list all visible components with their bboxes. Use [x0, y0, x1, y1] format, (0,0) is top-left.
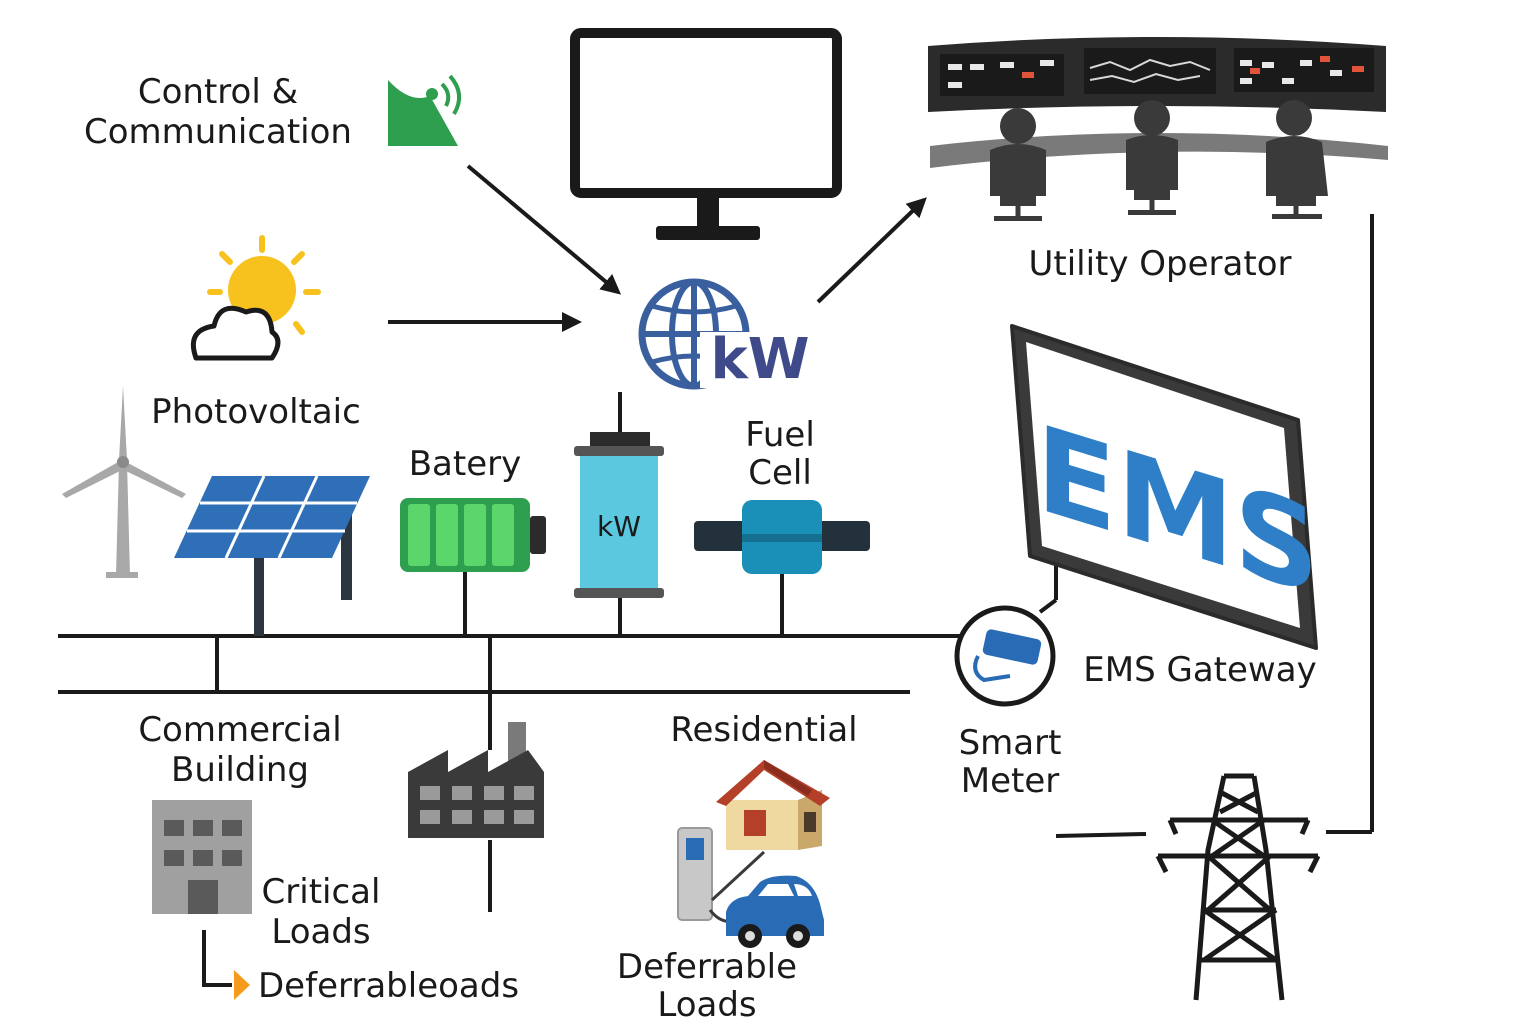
deferrable-loads-residential-line1: Deferrable [616, 947, 798, 987]
deferrable-loads-residential-label: Deferrable Loads [608, 948, 806, 1024]
transmission-tower-icon [1155, 773, 1321, 1001]
sun-cloud-icon [190, 235, 321, 361]
control-communication-line1: Control & [137, 72, 299, 112]
commercial-building-line2: Building [171, 750, 309, 790]
deferrable-arrow-icon [234, 970, 250, 1000]
smart-meter-icon [954, 605, 1056, 707]
critical-loads-label: Critical Loads [254, 872, 388, 952]
house-icon [716, 760, 830, 850]
arrow-comm-to-hub [466, 164, 622, 295]
fuel-cell-icon [694, 500, 870, 574]
monitor-icon [570, 28, 842, 240]
hub-kw-label: kW [710, 327, 810, 392]
flow-arrows [388, 164, 927, 332]
solar-panel-icon [174, 475, 370, 636]
control-room-icon [928, 37, 1388, 221]
smart-meter-line2: Meter [960, 761, 1060, 801]
deferrable-loads-residential-line2: Loads [657, 985, 757, 1025]
photovoltaic-label: Photovoltaic [151, 392, 361, 432]
control-communication-line2: Communication [84, 112, 352, 152]
battery-icon [400, 498, 546, 572]
fuel-cell-line2: Cell [748, 453, 812, 493]
residential-label: Residential [670, 710, 858, 750]
commercial-building-line1: Commercial [138, 710, 342, 750]
factory-icon [408, 722, 544, 838]
control-communication-label: Control & Communication [60, 72, 376, 152]
smart-meter-label: Smart Meter [950, 724, 1070, 800]
wind-turbine-icon [62, 386, 186, 578]
storage-kw-label: kW [597, 510, 641, 543]
ems-screen-icon [1010, 324, 1318, 650]
arrow-hub-to-operator [816, 197, 927, 304]
utility-operator-label: Utility Operator [1028, 244, 1292, 284]
fuel-cell-label: Fuel Cell [730, 416, 830, 492]
car-icon [726, 875, 824, 948]
storage-cylinder-icon [574, 432, 664, 598]
ems-gateway-label: EMS Gateway [1083, 650, 1317, 690]
fuel-cell-line1: Fuel [745, 415, 815, 455]
deferrable-loads-commercial-label: Deferrableoads [258, 966, 520, 1006]
commercial-building-label: Commercial Building [130, 710, 350, 790]
smart-meter-line1: Smart [958, 723, 1062, 763]
battery-label: Batery [408, 444, 522, 484]
antenna-icon [388, 74, 462, 146]
office-building-icon [152, 800, 252, 914]
critical-loads-line2: Loads [271, 912, 371, 952]
globe-kw-icon [638, 278, 818, 390]
critical-loads-line1: Critical [261, 872, 381, 912]
